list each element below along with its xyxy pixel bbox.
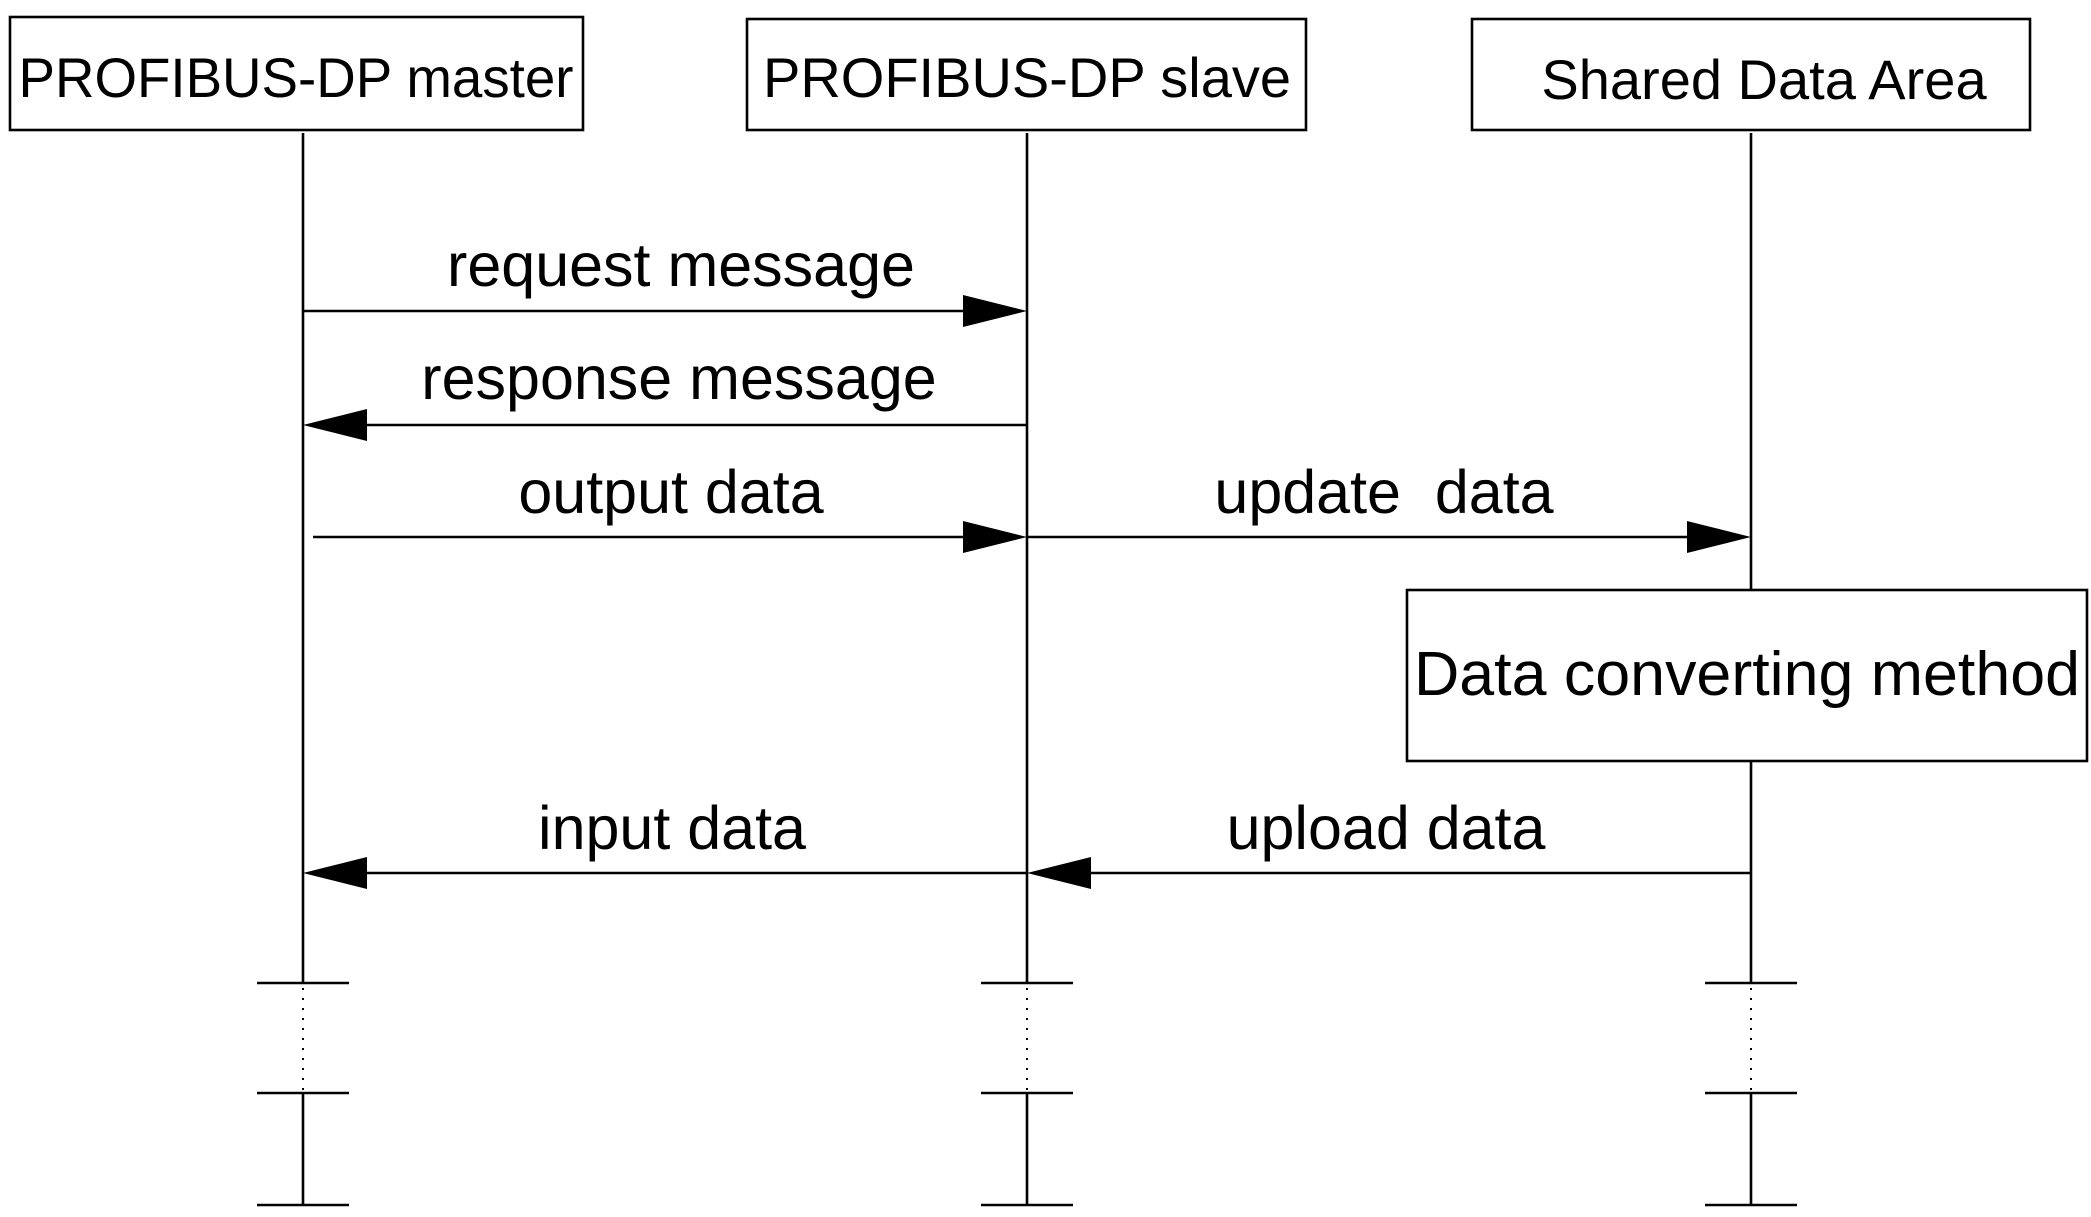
process-box — [1405, 588, 2089, 763]
message-input-label: input data — [538, 794, 806, 862]
process-label: Data converting method — [1414, 640, 2080, 709]
message-upload: upload data — [1027, 794, 1751, 889]
participant-shared: Shared Data Area — [1470, 17, 2032, 132]
arrow-upload-head — [1027, 857, 1091, 889]
participant-slave-label: PROFIBUS-DP slave — [763, 46, 1291, 109]
arrow-request-head — [963, 295, 1027, 327]
arrow-response-head — [303, 409, 367, 441]
participant-slave: PROFIBUS-DP slave — [745, 17, 1308, 132]
arrow-output-head — [963, 521, 1027, 553]
message-output: output data — [313, 458, 1027, 553]
participant-shared-label: Shared Data Area — [1541, 48, 1987, 111]
message-response-label: response message — [421, 344, 936, 412]
lifeline-break-markers — [257, 981, 1797, 1207]
process-data-converting: Data converting method — [1405, 588, 2089, 763]
arrow-update-head — [1687, 521, 1751, 553]
message-request-label: request message — [447, 231, 915, 299]
message-update: update data — [1027, 458, 1751, 553]
message-input: input data — [303, 794, 1027, 889]
participant-master: PROFIBUS-DP master — [8, 15, 585, 132]
message-update-label: update data — [1214, 458, 1553, 526]
participant-shared-box — [1470, 17, 2032, 132]
message-upload-label: upload data — [1227, 794, 1546, 862]
message-output-label: output data — [518, 458, 823, 526]
participant-master-box — [8, 15, 585, 132]
participant-slave-box — [745, 17, 1308, 132]
arrow-input-head — [303, 857, 367, 889]
participant-master-label: PROFIBUS-DP master — [19, 46, 574, 109]
message-request: request message — [303, 231, 1027, 327]
message-response: response message — [303, 344, 1027, 441]
